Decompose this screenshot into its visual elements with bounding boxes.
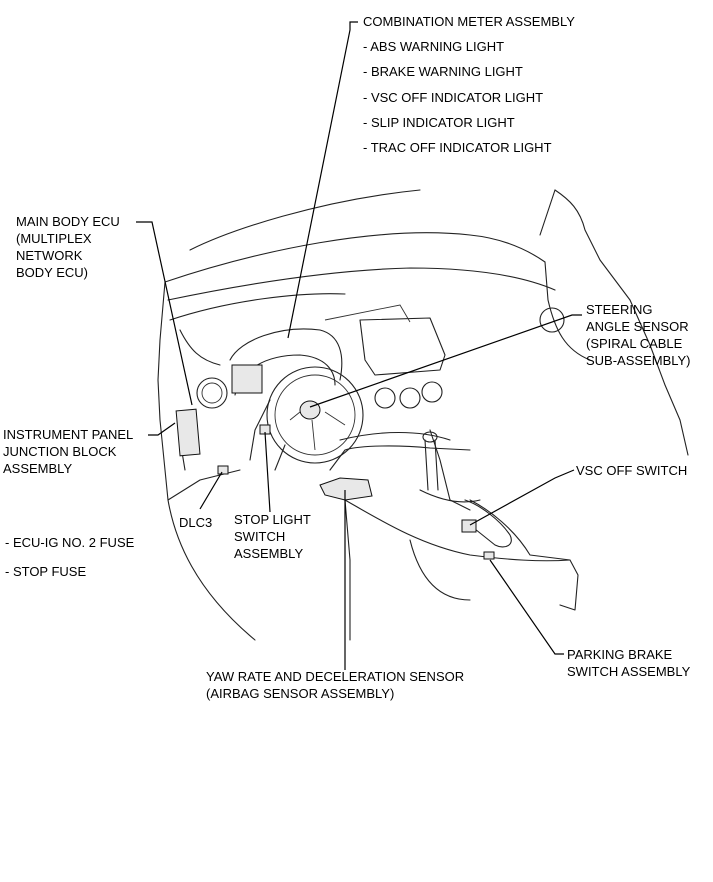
trac-off-indicator-label: - TRAC OFF INDICATOR LIGHT bbox=[363, 140, 552, 155]
yaw-rate-line-2: (AIRBAG SENSOR ASSEMBLY) bbox=[206, 686, 395, 701]
parking-brake-line-1: PARKING BRAKE bbox=[567, 647, 673, 662]
stop-light-switch-line-1: STOP LIGHT bbox=[234, 512, 311, 527]
main-body-ecu-line-4: BODY ECU) bbox=[16, 265, 88, 280]
yaw-rate-line-1: YAW RATE AND DECELERATION SENSOR bbox=[206, 669, 465, 684]
parking-brake-switch-label: PARKING BRAKE SWITCH ASSEMBLY bbox=[567, 646, 690, 680]
instrument-panel-jb-label: INSTRUMENT PANEL JUNCTION BLOCK ASSEMBLY bbox=[3, 426, 133, 477]
vsc-off-switch-label: VSC OFF SWITCH bbox=[576, 463, 688, 478]
stop-light-switch-line-3: ASSEMBLY bbox=[234, 546, 304, 561]
dashboard-drawing bbox=[157, 189, 689, 641]
steering-angle-line-1: STEERING bbox=[586, 302, 653, 317]
stop-fuse-label: - STOP FUSE bbox=[5, 564, 87, 579]
component-markers bbox=[175, 364, 495, 560]
parking-brake-line-2: SWITCH ASSEMBLY bbox=[567, 664, 691, 679]
abs-warning-light-label: - ABS WARNING LIGHT bbox=[363, 39, 505, 54]
combination-meter-label: COMBINATION METER ASSEMBLY bbox=[363, 14, 575, 29]
main-body-ecu-line-3: NETWORK bbox=[16, 248, 83, 263]
steering-angle-sensor-label: STEERING ANGLE SENSOR (SPIRAL CABLE SUB-… bbox=[586, 301, 691, 369]
slip-indicator-label: - SLIP INDICATOR LIGHT bbox=[363, 115, 515, 130]
steering-angle-line-4: SUB-ASSEMBLY) bbox=[586, 353, 691, 368]
stop-light-switch-label: STOP LIGHT SWITCH ASSEMBLY bbox=[234, 511, 311, 562]
steering-angle-line-2: ANGLE SENSOR bbox=[586, 319, 689, 334]
ecu-ig-fuse-label: - ECU-IG NO. 2 FUSE bbox=[5, 535, 135, 550]
main-body-ecu-label: MAIN BODY ECU (MULTIPLEX NETWORK BODY EC… bbox=[16, 213, 120, 281]
main-body-ecu-line-1: MAIN BODY ECU bbox=[16, 214, 120, 229]
leader-lines bbox=[136, 21, 582, 670]
steering-angle-line-3: (SPIRAL CABLE bbox=[586, 336, 683, 351]
dlc3-label: DLC3 bbox=[179, 515, 213, 530]
instrument-panel-jb-line-2: JUNCTION BLOCK bbox=[3, 444, 117, 459]
vsc-off-indicator-label: - VSC OFF INDICATOR LIGHT bbox=[363, 90, 544, 105]
brake-warning-light-label: - BRAKE WARNING LIGHT bbox=[363, 64, 523, 79]
yaw-rate-sensor-label: YAW RATE AND DECELERATION SENSOR (AIRBAG… bbox=[206, 668, 464, 702]
instrument-panel-jb-line-3: ASSEMBLY bbox=[3, 461, 73, 476]
stop-light-switch-line-2: SWITCH bbox=[234, 529, 286, 544]
instrument-panel-jb-line-1: INSTRUMENT PANEL bbox=[3, 427, 134, 442]
main-body-ecu-line-2: (MULTIPLEX bbox=[16, 231, 92, 246]
